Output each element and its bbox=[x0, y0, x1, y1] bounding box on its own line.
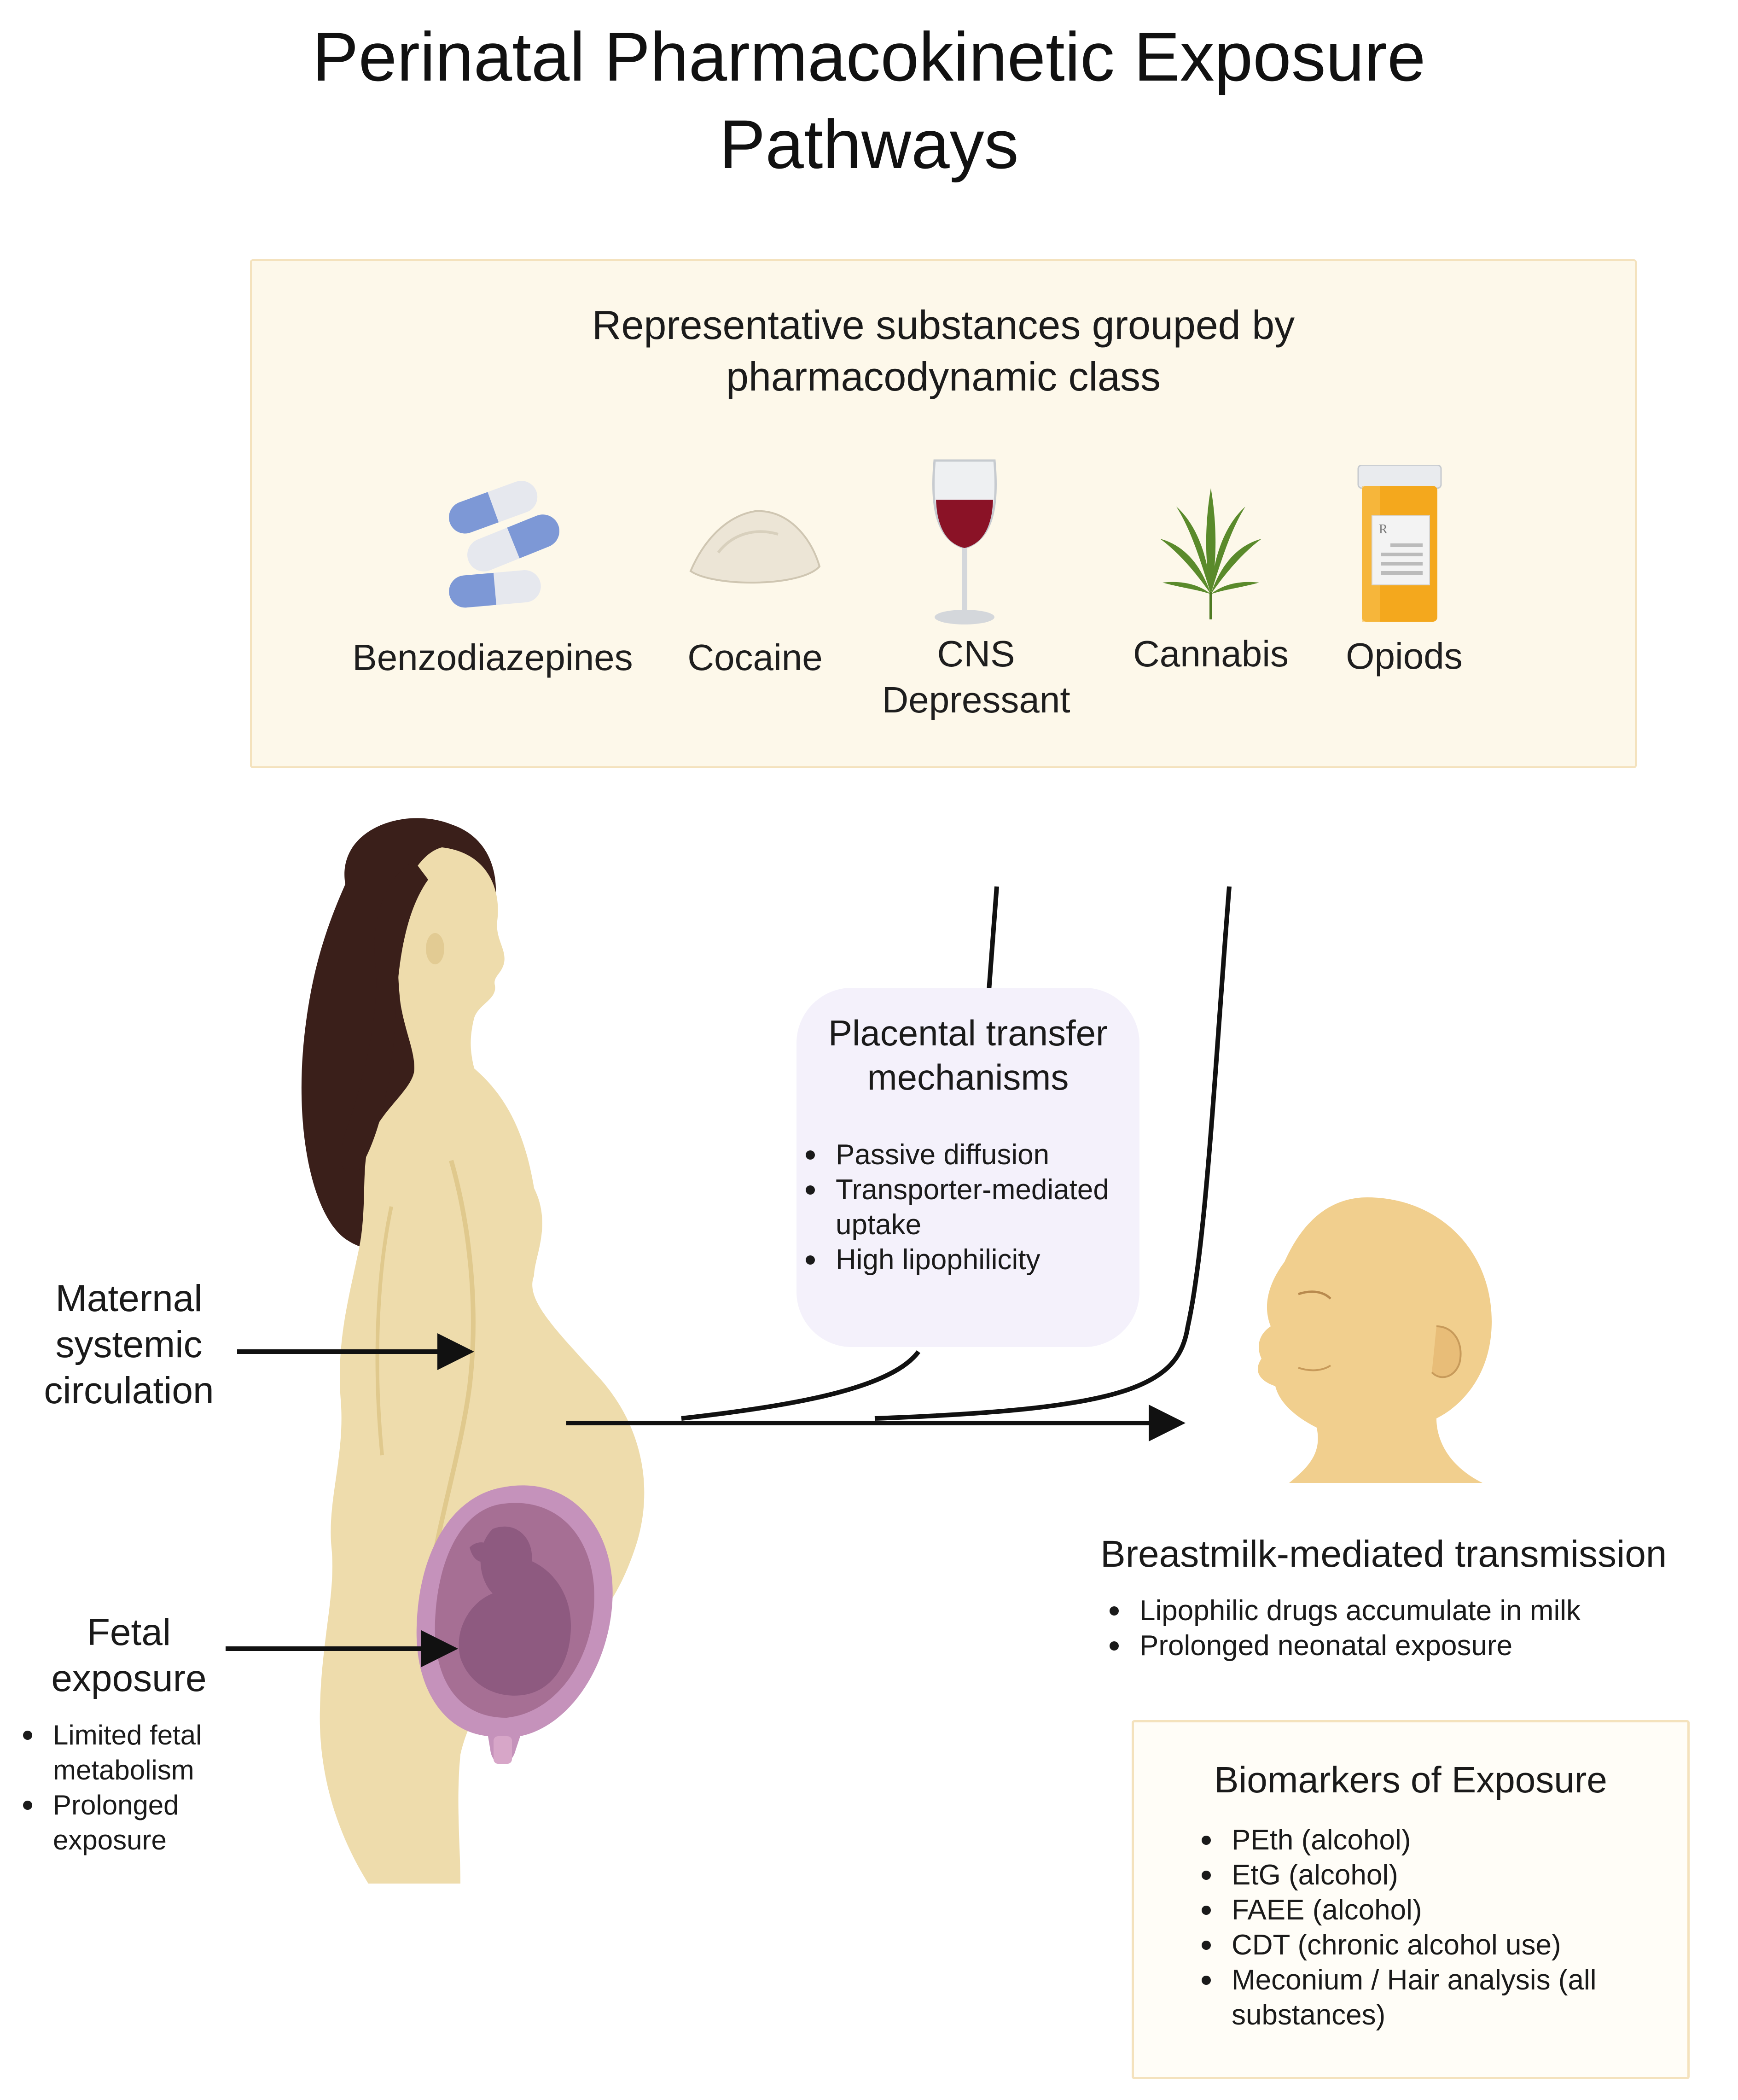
list-item: CDT (chronic alcohol use) bbox=[1197, 1928, 1676, 1963]
connector-substances-to-placental bbox=[987, 886, 999, 991]
placental-callout bbox=[796, 988, 1139, 1347]
list-item: Limited fetal metabolism bbox=[18, 1718, 295, 1788]
list-item: Lipophilic drugs accumulate in milk bbox=[1105, 1593, 1703, 1628]
cannabis-leaf-icon bbox=[1160, 488, 1261, 619]
list-item: FAEE (alcohol) bbox=[1197, 1893, 1676, 1928]
placental-title: Placental transfer mechanisms bbox=[828, 1013, 1108, 1097]
list-item: High lipophilicity bbox=[801, 1242, 1137, 1278]
pill-bottle-icon: R bbox=[1357, 465, 1442, 622]
maternal-circulation-label: Maternal systemic circulation bbox=[44, 1278, 214, 1412]
list-item: PEth (alcohol) bbox=[1197, 1823, 1676, 1858]
substances-heading-line-1: Representative substances grouped by bbox=[592, 302, 1295, 348]
label-opiods: Opiods bbox=[1346, 636, 1463, 677]
connector-substances-to-infant bbox=[874, 886, 1232, 1421]
biomarkers-title: Biomarkers of Exposure bbox=[1214, 1759, 1607, 1800]
svg-text:R: R bbox=[1379, 522, 1388, 537]
list-item: Prolonged neonatal exposure bbox=[1105, 1628, 1703, 1663]
fetal-exposure-label: Fetal exposure bbox=[51, 1611, 207, 1699]
list-item: Passive diffusion bbox=[801, 1138, 1137, 1172]
list-item: Prolonged exposure bbox=[18, 1788, 295, 1858]
label-benzodiazepines: Benzodiazepines bbox=[352, 637, 633, 678]
placental-bullets: Passive diffusion Transporter-mediated u… bbox=[801, 1138, 1137, 1278]
breastmilk-bullets: Lipophilic drugs accumulate in milk Prol… bbox=[1105, 1593, 1703, 1663]
substances-heading: Representative substances grouped by pha… bbox=[250, 299, 1637, 402]
connector-placental-to-breast bbox=[681, 1350, 921, 1421]
pregnant-woman-illustration bbox=[301, 818, 645, 1884]
baby-head-illustration bbox=[1257, 1197, 1492, 1483]
label-cns-depressant: CNS Depressant bbox=[882, 633, 1070, 720]
label-cocaine: Cocaine bbox=[687, 637, 823, 678]
biomarkers-bullets: PEth (alcohol) EtG (alcohol) FAEE (alcoh… bbox=[1197, 1823, 1676, 2033]
list-item: Transporter-mediated uptake bbox=[801, 1172, 1137, 1242]
label-cannabis: Cannabis bbox=[1133, 633, 1289, 674]
wine-glass-icon bbox=[932, 459, 997, 624]
powder-pile-icon bbox=[689, 510, 821, 584]
substances-heading-line-2: pharmacodynamic class bbox=[726, 354, 1161, 399]
list-item: EtG (alcohol) bbox=[1197, 1858, 1676, 1893]
breastmilk-title: Breastmilk-mediated transmission bbox=[1100, 1533, 1667, 1575]
title-line-2: Pathways bbox=[719, 105, 1019, 183]
page-title: Perinatal Pharmacokinetic Exposure Pathw… bbox=[0, 13, 1738, 188]
title-line-1: Perinatal Pharmacokinetic Exposure bbox=[312, 18, 1426, 95]
list-item: Meconium / Hair analysis (all substances… bbox=[1197, 1963, 1676, 2033]
fetal-bullets: Limited fetal metabolism Prolonged expos… bbox=[18, 1718, 295, 1858]
biomarkers-panel bbox=[1132, 1720, 1690, 2079]
capsules-icon bbox=[449, 481, 559, 608]
